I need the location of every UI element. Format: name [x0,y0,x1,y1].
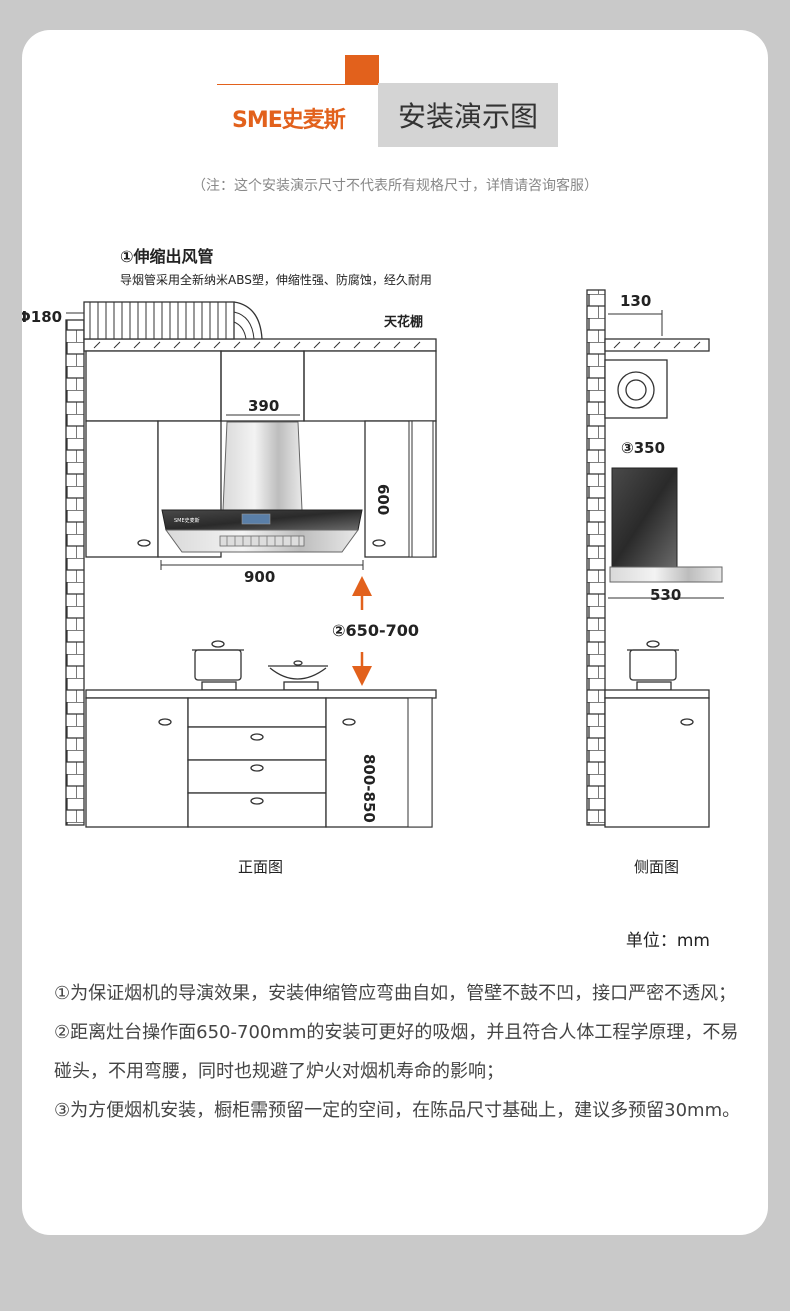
duct-heading: ①伸缩出风管 [120,247,214,266]
chimney-width-label: 390 [248,397,279,415]
front-view-caption: 正面图 [238,858,283,876]
side-duct [604,359,668,419]
front-view: Φ180 ①伸缩出风管 导烟管采用全新纳米ABS塑，伸缩性强、防腐蚀，经久耐用 … [22,247,437,876]
install-card: SME史麦斯 安装演示图 （注：这个安装演示尺寸不代表所有规格尺寸，详情请咨询客… [22,30,768,1235]
note-2: ②距离灶台操作面650-700mm的安装可更好的吸烟，并且符合人体工程学原理，不… [54,1022,739,1082]
side-cooktop [627,640,679,691]
side-hood [609,467,723,583]
side-countertop [604,689,710,699]
cooktop-items [192,640,328,691]
side-view: 130 ③350 530 [586,289,724,876]
duct-description: 导烟管采用全新纳米ABS塑，伸缩性强、防腐蚀，经久耐用 [120,272,432,287]
range-hood: SME史麦斯 [161,350,363,553]
hood-brand-mark: SME史麦斯 [174,517,200,524]
unit-label: 单位：mm [625,931,710,951]
page-title: 安装演示图 [378,83,558,147]
countertop [85,689,437,699]
brand-accent-line [217,84,377,85]
side-cabinet [604,697,710,828]
lower-cabinet-side [407,697,433,828]
cabinet-side [408,420,434,558]
side-view-caption: 侧面图 [634,858,679,876]
wall-offset-label: 130 [620,292,651,310]
installation-diagram: Φ180 ①伸缩出风管 导烟管采用全新纳米ABS塑，伸缩性强、防腐蚀，经久耐用 … [22,247,724,876]
note-1: ①为保证烟机的导演效果，安装伸缩管应弯曲自如，管壁不鼓不凹，接口严密不透风； [54,983,737,1004]
note-3: ③为方便烟机安装，橱柜需预留一定的空间，在陈品尺寸基础上，建议多预留30mm。 [54,1100,741,1121]
front-wall [65,319,85,826]
side-wall [586,289,606,826]
flexible-duct [83,301,263,340]
lower-cabinets [85,697,433,828]
depth-label: ③350 [621,439,665,457]
install-notes: ①为保证烟机的导演效果，安装伸缩管应弯曲自如，管壁不鼓不凹，接口严密不透风； ②… [54,974,744,1130]
brand-accent-block [345,55,379,85]
disclaimer-note: （注：这个安装演示尺寸不代表所有规格尺寸，详情请咨询客服） [192,178,598,194]
cabinet-height-label: 800-850 [360,754,378,823]
install-height-label: ②650-700 [332,621,419,640]
hood-depth-label: 530 [650,586,681,604]
hood-width-label: 900 [244,568,275,586]
ceiling-label: 天花棚 [384,314,423,330]
brand-logo: SME史麦斯 [232,108,346,133]
hood-height-label: 600 [374,484,392,515]
duct-diameter-label: Φ180 [22,308,62,326]
